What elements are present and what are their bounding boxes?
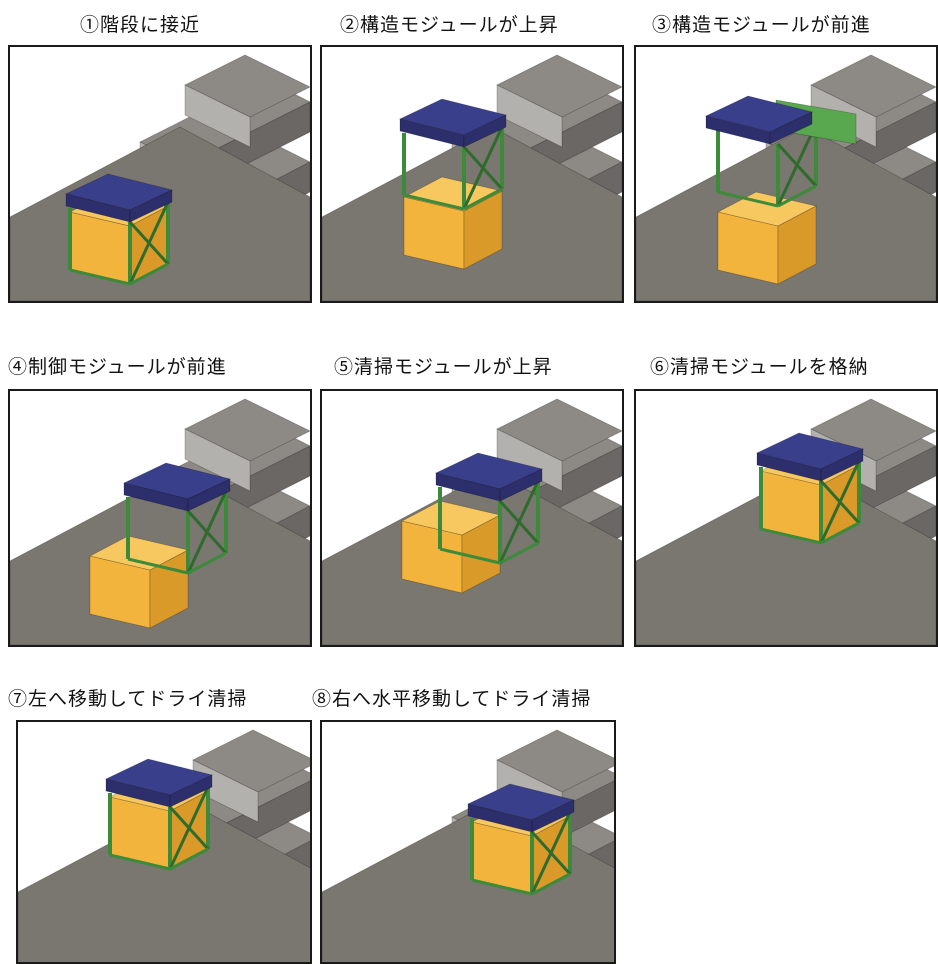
structure-frame — [126, 490, 228, 575]
frame-bottom-side — [499, 541, 539, 565]
frame-bottom-side — [820, 521, 860, 545]
stair-step-3-front — [496, 428, 563, 492]
frame-brace-2 — [128, 201, 170, 285]
frame-bottom-side — [531, 872, 571, 896]
step-2-caption: ②構造モジュールが上昇 — [340, 14, 559, 36]
frame-bottom-front — [471, 878, 533, 896]
cleaning-box-side — [461, 514, 501, 594]
frame-bottom-front — [403, 193, 465, 211]
robot — [400, 452, 544, 594]
lid-module — [398, 98, 508, 148]
step-5-illustration — [320, 389, 624, 647]
frame-bottom-front — [127, 557, 189, 575]
frame-bottom-front — [439, 547, 501, 565]
robot — [88, 462, 232, 629]
frame-brace-2 — [819, 460, 861, 544]
frame-brace-2 — [168, 786, 210, 870]
step-3-scene — [636, 54, 936, 301]
frame-brace-2 — [462, 126, 504, 210]
structure-frame — [108, 786, 210, 871]
step-4-scene — [10, 398, 310, 645]
lid-side — [169, 774, 213, 808]
frame-brace-2 — [530, 811, 572, 895]
step-8-caption: ⑧右へ水平移動してドライ清掃 — [312, 688, 592, 710]
robot — [64, 173, 174, 286]
frame-brace-2 — [776, 123, 818, 207]
stair-step-3-front — [184, 428, 251, 492]
robot — [466, 783, 576, 896]
step-7-illustration — [16, 720, 312, 964]
lid-module — [104, 758, 214, 808]
lid-side — [187, 478, 231, 512]
lid-side — [499, 468, 543, 502]
frame-bottom-front — [760, 527, 822, 545]
cleaning-box-side — [777, 205, 817, 285]
step-6-caption: ⑥清掃モジュールを格納 — [650, 356, 869, 378]
step-8-illustration — [320, 720, 616, 964]
step-8-scene — [322, 729, 614, 962]
step-2-illustration — [320, 45, 624, 303]
frame-bottom-side — [129, 262, 169, 286]
step-3-caption: ③構造モジュールが前進 — [652, 14, 871, 36]
lid-module — [64, 173, 174, 223]
lid-module — [755, 432, 865, 482]
lid-module — [122, 462, 232, 512]
step-6-illustration — [634, 389, 938, 647]
robot — [398, 98, 508, 270]
stair-step-3-front — [184, 84, 251, 148]
step-6-scene — [636, 398, 936, 645]
step-7-scene — [18, 729, 310, 962]
lid-side — [129, 189, 173, 223]
frame-bottom-side — [777, 184, 817, 208]
structure-frame — [402, 126, 504, 211]
structure-frame — [438, 480, 540, 565]
lid-module — [704, 95, 814, 145]
lid-side — [463, 114, 507, 148]
frame-bottom-front — [717, 190, 779, 208]
robot — [104, 758, 214, 871]
step-1-caption: ①階段に接近 — [80, 14, 201, 36]
robot — [704, 95, 857, 285]
lid-side — [820, 448, 864, 482]
frame-bottom-side — [463, 187, 503, 211]
frame-brace-2 — [186, 490, 228, 574]
step-1-scene — [10, 54, 310, 301]
lid-module — [434, 452, 544, 502]
frame-bottom-front — [109, 853, 171, 871]
stair-step-3-front — [496, 84, 563, 148]
step-5-caption: ⑤清掃モジュールが上昇 — [334, 356, 553, 378]
lid-side — [769, 111, 813, 145]
lid-side — [531, 799, 575, 833]
frame-bottom-side — [187, 551, 227, 575]
frame-bottom-side — [169, 847, 209, 871]
structure-frame — [68, 201, 170, 286]
cleaning-box-side — [463, 190, 503, 270]
step-2-scene — [322, 54, 622, 301]
step-4-caption: ④制御モジュールが前進 — [8, 356, 227, 378]
step-5-scene — [322, 398, 622, 645]
frame-bottom-front — [69, 268, 131, 286]
step-7-caption: ⑦左へ移動してドライ清掃 — [8, 688, 248, 710]
step-4-illustration — [8, 389, 312, 647]
step-1-illustration — [8, 45, 312, 303]
robot — [755, 432, 865, 545]
structure-frame — [759, 460, 861, 545]
frame-brace-2 — [498, 480, 540, 564]
step-3-illustration — [634, 45, 938, 303]
structure-frame — [470, 811, 572, 896]
lid-module — [466, 783, 576, 833]
